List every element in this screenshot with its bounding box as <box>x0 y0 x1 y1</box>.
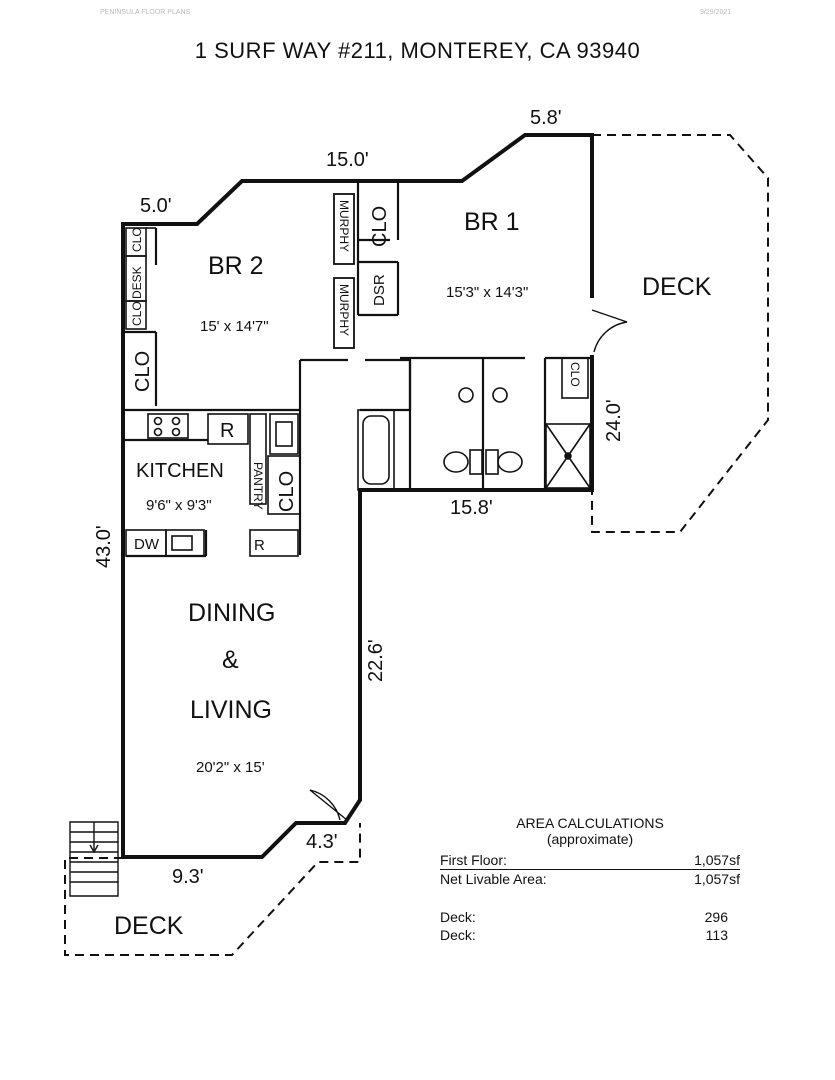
pantry-box <box>249 413 267 505</box>
area-calculations: AREA CALCULATIONS (approximate) First Fl… <box>440 815 740 944</box>
clo-label-bath: CLO <box>568 362 582 387</box>
dining-label-2: & <box>222 646 239 674</box>
dining-size: 20'2" x 15' <box>196 759 265 776</box>
area-row-deck-2: Deck: 113 <box>440 926 728 944</box>
deck-outlines <box>64 134 769 956</box>
br1-label: BR 1 <box>464 208 520 236</box>
dim-living-right: 22.6' <box>365 639 387 682</box>
kitchen-size: 9'6" x 9'3" <box>146 497 212 514</box>
header-source-tag: PENINSULA FLOOR PLANS <box>100 9 191 16</box>
kitchen-label: KITCHEN <box>136 460 224 482</box>
clo-label-vert-2: CLO <box>130 301 144 326</box>
deck-left-label: DECK <box>114 912 184 940</box>
sink-box <box>269 413 299 455</box>
dining-label-1: DINING <box>188 599 276 627</box>
bath-closet <box>561 357 589 399</box>
area-label: Net Livable Area: <box>440 871 547 887</box>
deck-label: Deck: <box>440 927 476 943</box>
area-title: AREA CALCULATIONS <box>516 815 664 831</box>
area-label: First Floor: <box>440 852 507 868</box>
deck-left-outline <box>64 823 361 956</box>
fixture-labels: CLO DESK CLO CLO MURPHY MURPHY CLO DSR R… <box>130 200 582 554</box>
dim-bottom-angle: 4.3' <box>306 831 338 853</box>
pantry-label: PANTRY <box>251 462 265 510</box>
deck-right-outline <box>591 134 769 533</box>
area-value: 1,057sf <box>694 852 740 868</box>
murphy-label-2: MURPHY <box>337 284 351 336</box>
clo-label-br2: CLO <box>132 351 154 392</box>
r-label-upper: R <box>220 420 234 442</box>
shower <box>545 423 591 489</box>
toilet-left-bowl <box>443 451 469 473</box>
dim-bath-bottom: 15.8' <box>450 497 493 519</box>
room-labels: BR 2 15' x 14'7" BR 1 15'3" x 14'3" KITC… <box>114 208 712 940</box>
deck-door-br1[interactable] <box>591 309 628 353</box>
deck-door-living[interactable] <box>309 789 348 821</box>
area-subtitle: (approximate) <box>546 831 634 847</box>
dim-top-right: 5.8' <box>530 107 562 129</box>
dim-top-mid: 15.0' <box>326 149 369 171</box>
murphy-bed-upper <box>333 193 355 265</box>
murphy-bed-lower <box>333 277 355 349</box>
range-box <box>147 413 189 439</box>
dim-top-left: 5.0' <box>140 195 172 217</box>
dim-right-upper: 24.0' <box>603 399 625 442</box>
desk-label: DESK <box>130 266 144 299</box>
murphy-beds <box>333 193 355 349</box>
area-row-first-floor: First Floor: 1,057sf <box>440 851 740 870</box>
deck-right-label: DECK <box>642 273 712 301</box>
br2-label: BR 2 <box>208 252 264 280</box>
sink-left <box>458 387 474 403</box>
fridge-upper-box <box>207 413 249 445</box>
toilet-right-tank <box>485 449 499 475</box>
bath-fixtures <box>357 357 591 491</box>
toilet-right-bowl <box>497 451 523 473</box>
header-date-tag: 9/29/2021 <box>700 9 732 16</box>
clo-small-bottom <box>125 300 147 330</box>
area-row-deck-1: Deck: 296 <box>440 908 728 926</box>
murphy-label-1: MURPHY <box>337 200 351 252</box>
deck-label: Deck: <box>440 909 476 925</box>
doors <box>69 309 628 897</box>
clo-label-kitchen: CLO <box>276 471 298 512</box>
clo-label-vert-1: CLO <box>130 227 144 252</box>
clo-label-br1: CLO <box>369 206 391 247</box>
deck-value: 113 <box>705 927 728 943</box>
area-row-net-livable: Net Livable Area: 1,057sf <box>440 870 740 888</box>
br2-size: 15' x 14'7" <box>200 318 269 335</box>
bathtub <box>357 409 395 491</box>
kitchen-fixtures <box>125 413 301 558</box>
area-value: 1,057sf <box>694 871 740 887</box>
dim-bottom-left: 9.3' <box>172 866 204 888</box>
dsr-label: DSR <box>371 274 388 306</box>
br1-size: 15'3" x 14'3" <box>446 284 528 301</box>
dimension-labels: 5.0' 15.0' 5.8' 43.0' 24.0' 15.8' 22.6' … <box>93 107 625 888</box>
dining-label-3: LIVING <box>190 696 272 724</box>
sink-right <box>492 387 508 403</box>
r-label-lower: R <box>254 537 265 554</box>
br2-closets <box>123 227 158 406</box>
dw-label: DW <box>134 536 160 553</box>
deck-value: 296 <box>704 909 728 925</box>
fridge-lower-box <box>249 529 299 557</box>
dim-left-overall: 43.0' <box>93 525 115 568</box>
toilet-left-tank <box>469 449 483 475</box>
property-address: 1 SURF WAY #211, MONTEREY, CA 93940 <box>194 38 641 63</box>
kitchen-closet <box>267 455 301 515</box>
